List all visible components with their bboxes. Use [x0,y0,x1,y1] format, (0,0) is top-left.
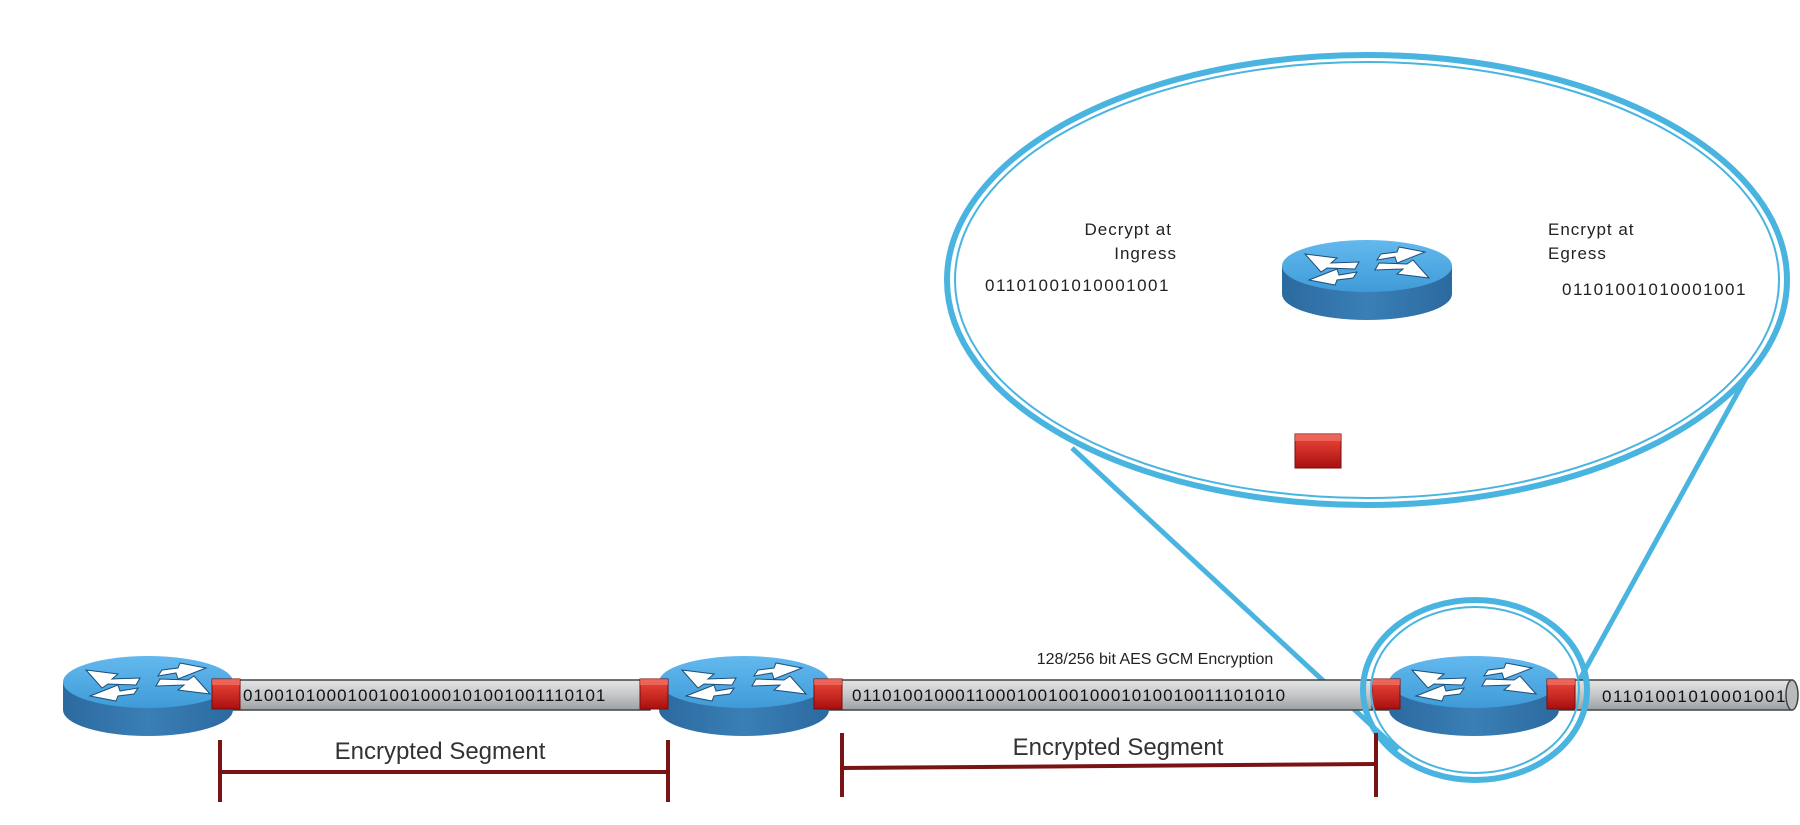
router-3-icon [1388,655,1560,737]
segment-bracket-left: Encrypted Segment [218,738,670,802]
zoomed-router-icon [1281,239,1453,321]
encryption-label: 128/256 bit AES GCM Encryption [1037,651,1274,668]
port-icon [211,678,241,710]
encrypt-label-line2: Egress [1548,244,1607,263]
segment-bracket-right: Encrypted Segment [840,733,1378,797]
link-out: 01101001010001001 [1555,679,1799,711]
magnifier-ring [1360,597,1590,783]
link-2: 0110100100011000100100100010100100111010… [814,679,1391,711]
link-1-bits: 01001010001001001000101001001110101 [243,686,606,705]
zoom-bits-right: 01101001010001001 [1562,280,1747,299]
decrypt-label-line2: Ingress [1114,244,1177,263]
zoomed-port-icon [1294,433,1342,469]
router-1-icon [62,655,234,737]
link-2-bits: 0110100100011000100100100010100100111010… [852,686,1286,705]
magnifier-line-right [1572,343,1767,690]
port-icon [1546,678,1576,710]
port-icon [813,678,843,710]
segment-label-left: Encrypted Segment [335,738,546,765]
encrypt-label-line1: Encrypt at [1548,220,1635,239]
link-out-pipe [1555,679,1793,711]
port-icon [1371,678,1401,710]
link-1: 01001010001001001000101001001110101 [209,679,651,711]
router-2-icon [658,655,830,737]
magnifier [944,52,1790,752]
port-icon [639,678,669,710]
segment-label-right: Encrypted Segment [1013,734,1224,761]
zoom-content: Decrypt at Ingress 01101001010001001 Enc… [985,220,1747,469]
zoom-bits-left: 01101001010001001 [985,276,1170,295]
link-out-bits: 01101001010001001 [1602,687,1787,706]
decrypt-label-line1: Decrypt at [1085,220,1172,239]
